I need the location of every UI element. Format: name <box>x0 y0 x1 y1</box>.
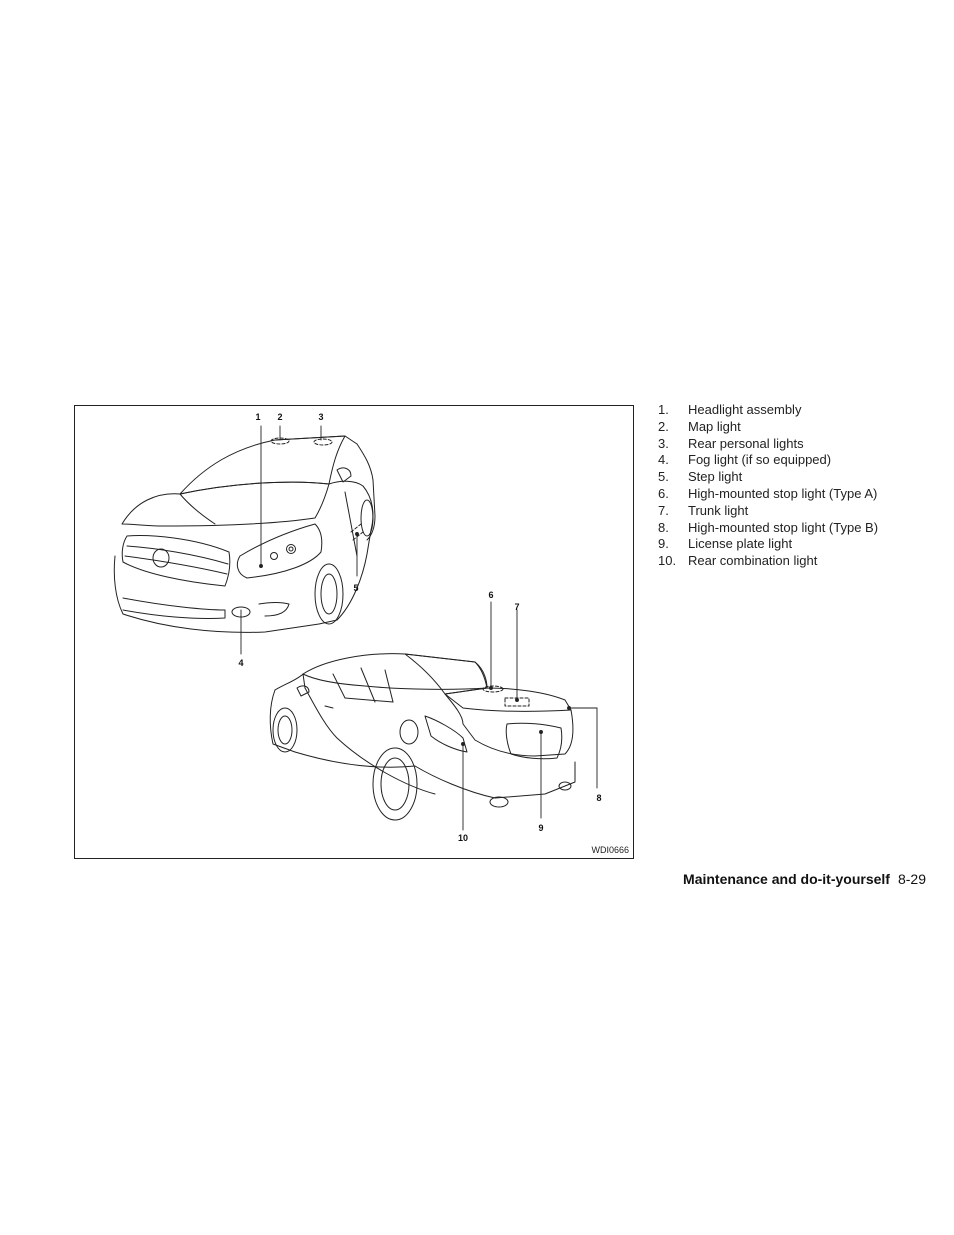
legend-item-number: 9. <box>658 536 669 552</box>
callout-8: 8 <box>596 793 601 803</box>
legend-item-label: High-mounted stop light (Type A) <box>688 485 878 501</box>
legend-item-label: Rear personal lights <box>688 435 804 451</box>
legend-item-label: Map light <box>688 418 741 434</box>
legend-item-number: 4. <box>658 452 669 468</box>
legend-item-label: Trunk light <box>688 502 749 518</box>
callout-5: 5 <box>353 583 358 593</box>
legend-item-label: Step light <box>688 469 743 485</box>
legend-item: 1. Headlight assembly <box>658 402 878 419</box>
callout-4: 4 <box>238 658 243 668</box>
bulb-legend-list: 1. Headlight assembly 2. Map light 3. Rear … <box>658 402 878 570</box>
front-car-illustration <box>113 435 376 633</box>
legend-item: 9. License plate light <box>658 536 878 553</box>
legend-item-label: License plate light <box>688 536 793 552</box>
callout-3: 3 <box>318 412 323 422</box>
page-number: 8-29 <box>897 871 926 887</box>
callout-6: 6 <box>488 590 493 600</box>
legend-item-number: 3. <box>658 435 669 451</box>
callout-2: 2 <box>277 412 282 422</box>
legend-item: 7. Trunk light <box>658 503 878 520</box>
rear-car-illustration <box>269 653 576 821</box>
legend-item: 4. Fog light (if so equipped) <box>658 452 878 469</box>
legend-item-label: Rear combination light <box>688 553 818 569</box>
legend-item-number: 8. <box>658 519 669 535</box>
legend-item: 6. High-mounted stop light (Type A) <box>658 486 878 503</box>
leader-lines <box>240 425 598 831</box>
footer-section-title: Maintenance and do-it-yourself <box>683 871 890 887</box>
legend-item: 2. Map light <box>658 419 878 436</box>
callout-9: 9 <box>538 823 543 833</box>
figure-code: WDI0666 <box>591 845 629 855</box>
legend-item-number: 7. <box>658 502 669 518</box>
legend-item-number: 2. <box>658 418 669 434</box>
legend-item-label: Headlight assembly <box>688 402 802 417</box>
legend-item: 3. Rear personal lights <box>658 436 878 453</box>
callout-1: 1 <box>255 412 260 422</box>
legend-item-number: 1. <box>658 402 669 417</box>
legend-item: 5. Step light <box>658 469 878 486</box>
car-line-drawing: 1 2 3 4 5 6 7 8 9 10 <box>113 412 602 843</box>
page-footer: Maintenance and do-it-yourself 8-29 <box>683 871 926 887</box>
callout-10: 10 <box>458 833 468 843</box>
callout-7: 7 <box>514 602 519 612</box>
legend-item-number: 10. <box>658 553 677 569</box>
legend-item-number: 6. <box>658 485 669 501</box>
legend-item-label: Fog light (if so equipped) <box>688 452 832 468</box>
legend-item-label: High-mounted stop light (Type B) <box>688 519 879 535</box>
callout-labels: 1 2 3 4 5 6 7 8 9 10 <box>238 412 601 843</box>
legend-item: 10. Rear combination light <box>658 553 878 570</box>
legend-item: 8. High-mounted stop light (Type B) <box>658 520 878 537</box>
legend-item-number: 5. <box>658 469 669 485</box>
bulb-location-figure: 1 2 3 4 5 6 7 8 9 10 WDI0666 <box>74 405 634 859</box>
